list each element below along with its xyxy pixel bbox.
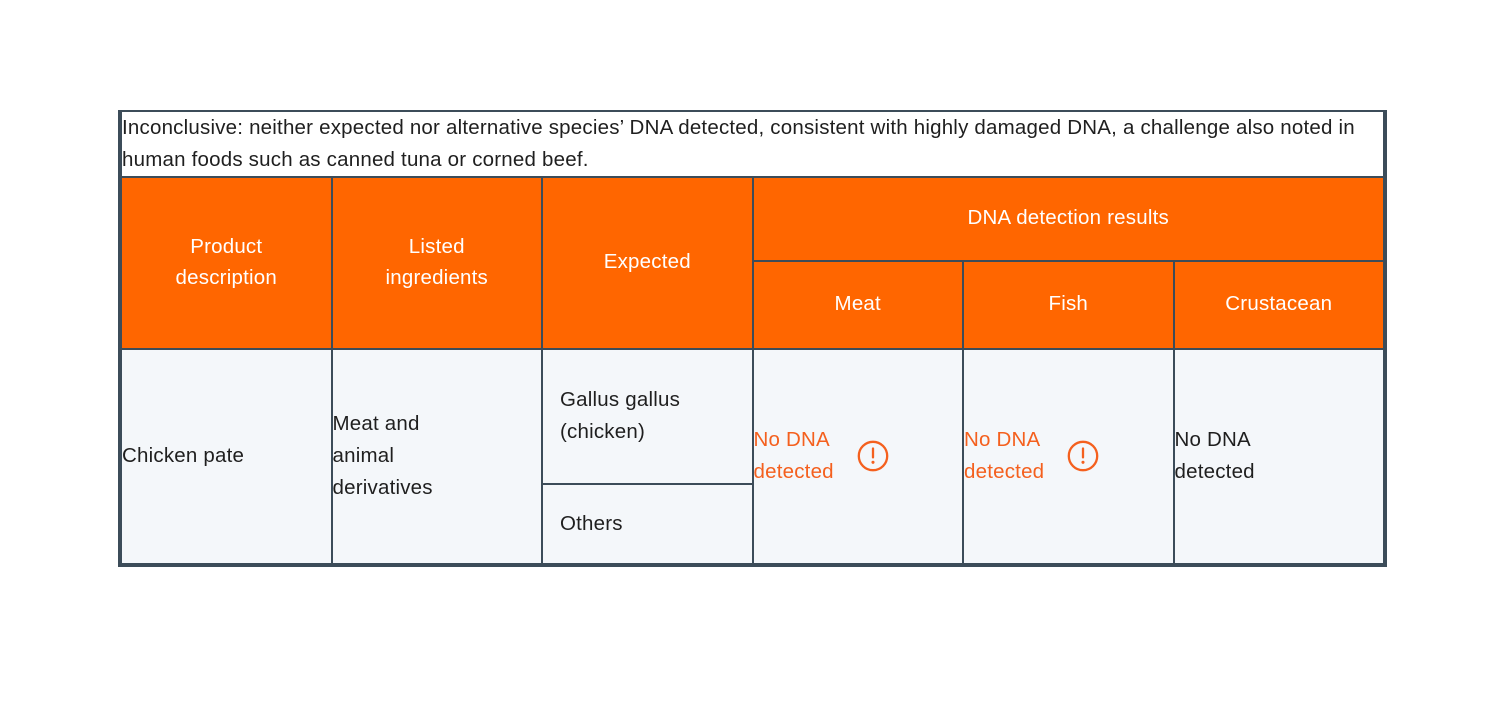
cell-result-crustacean-value: No DNA detected [1174, 428, 1255, 484]
warning-circle-icon [856, 439, 890, 473]
cell-result-fish: No DNA detected [962, 347, 1175, 565]
column-header-group-dna-detection-results: DNA detection results [751, 175, 1385, 262]
warning-circle-icon [1066, 439, 1100, 473]
cell-listed-ingredients-value: Meat and animal derivatives [332, 412, 433, 499]
dna-results-table: Inconclusive: neither expected nor alter… [120, 112, 1385, 565]
dna-results-table-container: Inconclusive: neither expected nor alter… [118, 110, 1387, 567]
expected-split: Gallus gallus (chicken) Others [543, 350, 752, 563]
cell-expected-secondary-value: Others [560, 511, 623, 535]
column-header-expected-label: Expected [603, 250, 691, 274]
column-header-listed-ingredients-label: Listed ingredients [385, 234, 489, 289]
result-crustacean-inner: No DNA detected [1175, 424, 1384, 488]
table-row: Chicken pate Meat and animal derivatives… [120, 347, 1385, 565]
cell-result-meat: No DNA detected [751, 347, 964, 565]
column-header-meat-label: Meat [834, 292, 881, 316]
column-header-meat: Meat [751, 259, 964, 350]
column-header-listed-ingredients: Listed ingredients [330, 175, 543, 350]
result-fish-inner: No DNA detected [964, 424, 1173, 488]
table-caption-row: Inconclusive: neither expected nor alter… [120, 112, 1385, 178]
column-header-fish-label: Fish [1048, 292, 1089, 316]
cell-product-description: Chicken pate [120, 347, 333, 565]
cell-expected-primary-value: Gallus gallus (chicken) [560, 388, 681, 444]
table-caption-text: Inconclusive: neither expected nor alter… [122, 116, 1355, 171]
cell-result-meat-value: No DNA detected [753, 428, 834, 484]
column-header-product-description: Product description [120, 175, 333, 350]
column-header-group-dna-detection-results-label: DNA detection results [967, 206, 1169, 230]
expected-primary-row: Gallus gallus (chicken) [543, 350, 752, 485]
column-header-product-description-label: Product description [175, 234, 277, 289]
column-header-expected: Expected [541, 175, 754, 350]
cell-result-crustacean: No DNA detected [1172, 347, 1385, 565]
column-header-crustacean: Crustacean [1172, 259, 1385, 350]
table-header-row-primary: Product description Listed ingredients E… [120, 175, 1385, 350]
result-meat-inner: No DNA detected [754, 424, 963, 488]
column-header-fish: Fish [962, 259, 1175, 350]
cell-product-description-value: Chicken pate [122, 444, 245, 468]
cell-listed-ingredients: Meat and animal derivatives [330, 347, 543, 565]
cell-result-fish-value: No DNA detected [964, 428, 1045, 484]
column-header-crustacean-label: Crustacean [1225, 292, 1333, 316]
table-header-row-secondary: Meat Fish Crustacean [121, 259, 1385, 350]
cell-expected: Gallus gallus (chicken) Others [541, 347, 754, 565]
expected-secondary-row: Others [543, 485, 752, 563]
table-caption-cell: Inconclusive: neither expected nor alter… [120, 112, 1385, 178]
